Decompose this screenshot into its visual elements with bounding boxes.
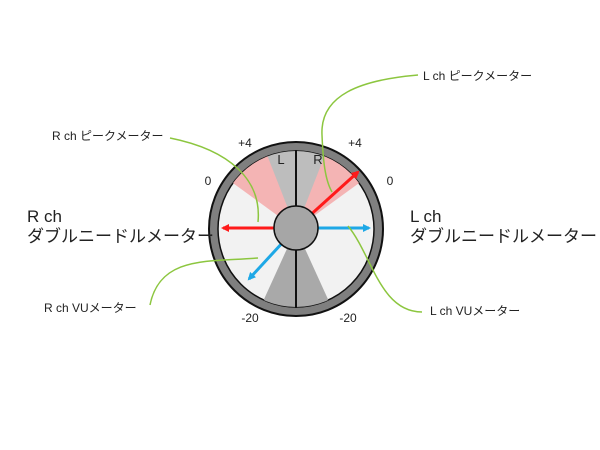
tick-minus20-right: -20 [339, 311, 357, 325]
label-l-vu: L ch VUメーター [430, 304, 520, 318]
label-l-double-line1: L ch [410, 207, 442, 226]
tick-zero-left: 0 [205, 174, 212, 188]
label-r-double-line1: R ch [27, 207, 62, 226]
tick-minus20-left: -20 [241, 311, 259, 325]
r-peak-callout-line [169, 137, 260, 223]
dial-side-right: R [313, 152, 322, 167]
tick-plus4-left: +4 [238, 136, 252, 150]
l-peak-callout-line [321, 74, 419, 193]
tick-plus4-right: +4 [348, 136, 362, 150]
label-r-peak: R ch ピークメーター [52, 129, 164, 143]
r-vu-callout-line [149, 257, 259, 306]
meter-hub [273, 205, 319, 251]
label-l-peak: L ch ピークメーター [423, 69, 532, 83]
label-r-vu: R ch VUメーター [44, 301, 137, 315]
dial-side-left: L [277, 152, 284, 167]
label-r-double-line2: ダブルニードルメーター [27, 226, 214, 246]
label-l-double-line2: ダブルニードルメーター [410, 226, 597, 246]
l-vu-callout-line [347, 225, 423, 313]
tick-zero-right: 0 [387, 174, 394, 188]
